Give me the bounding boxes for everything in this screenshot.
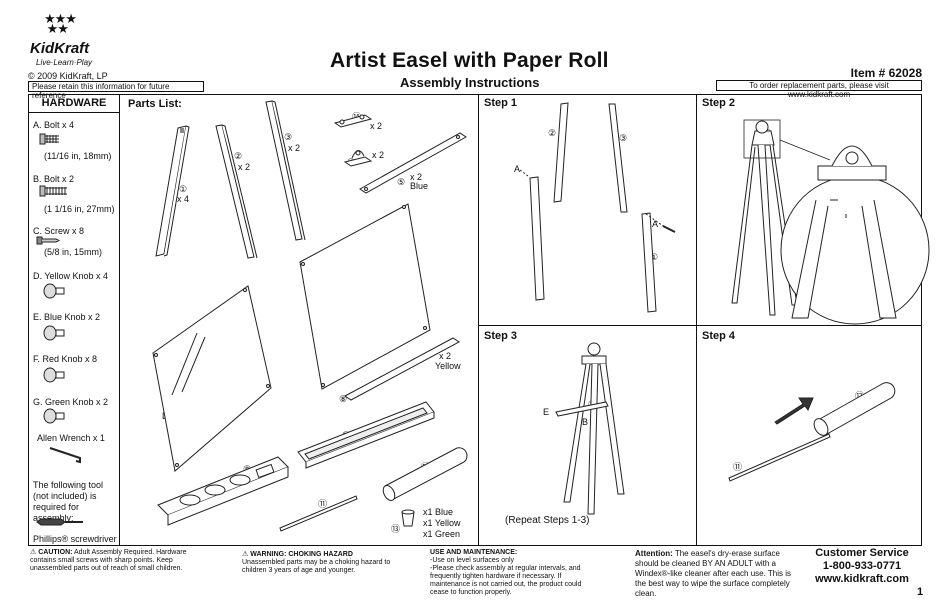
part-5-color: Blue <box>410 181 429 191</box>
step-2-label-c: C <box>827 238 834 248</box>
customer-service-block: Customer Service 1-800-933-0771 www.kidk… <box>800 547 924 586</box>
warning-block: ⚠ WARNING: CHOKING HAZARD Unassembled pa… <box>242 551 392 575</box>
attention-title: Attention: <box>635 549 673 558</box>
warning-text: Unassembled parts may be a choking hazar… <box>242 559 391 574</box>
step-1-part-2: ② <box>548 128 557 138</box>
divider-step-rows <box>479 325 922 326</box>
use-line-2: -Please check assembly at regular interv… <box>430 565 582 596</box>
caution-icon: ⚠ <box>30 549 37 556</box>
page-number: 1 <box>917 586 924 598</box>
part-8-qty: x 2 <box>439 351 452 361</box>
parts-list-heading: Parts List: <box>128 98 182 110</box>
brand-tagline: Live·Learn·Play <box>36 58 93 67</box>
part-9-number: ⑨ <box>243 464 252 474</box>
step-2-part-4: ④ <box>764 128 773 138</box>
part-5-number: ⑤ <box>397 177 406 187</box>
step-3-label-e: E <box>543 407 550 417</box>
step-4-part-11: ⑪ <box>733 462 743 472</box>
hardware-knob-f: F. Red Knob x 8 <box>33 354 98 364</box>
part-14-qty: x 2 <box>370 121 383 131</box>
page-title: Artist Easel with Paper Roll <box>330 49 609 72</box>
step-2-label-c2: C <box>855 260 862 270</box>
part-7-name: Chalkboard <box>333 313 380 323</box>
part-1-qty: x 4 <box>177 194 190 204</box>
hardware-bolt-a-size: (11/16 in, 18mm) <box>44 151 112 161</box>
step-1-label-a2: A <box>652 219 659 229</box>
divider-parts <box>478 95 479 546</box>
caution-block: ⚠ CAUTION: Adult Assembly Required. Hard… <box>30 549 210 573</box>
part-4-number: ④ <box>347 157 356 167</box>
copyright: © 2009 KidKraft, LP <box>28 71 108 81</box>
part-14-number: ⑭ <box>352 112 362 122</box>
part-2-qty: x 2 <box>238 162 251 172</box>
content-frame <box>28 94 922 546</box>
part-6-number: ⑥ <box>224 382 233 392</box>
step-2-heading: Step 2 <box>702 97 736 109</box>
cs-title: Customer Service <box>815 547 909 559</box>
step-1-label-a: A <box>514 164 521 174</box>
step-4-part-12: ⑫ <box>855 391 865 401</box>
use-line-1: -Use on level surfaces only <box>430 557 515 564</box>
use-maintenance-block: USE AND MAINTENANCE: -Use on level surfa… <box>430 549 598 597</box>
hardware-screw-c: C. Screw x 8 <box>33 226 85 236</box>
hardware-knob-e: E. Blue Knob x 2 <box>33 312 101 322</box>
caution-text: Adult Assembly Required. Hardware contai… <box>30 549 187 572</box>
warning-title: WARNING: CHOKING HAZARD <box>250 551 353 558</box>
item-number: Item # 62028 <box>850 66 922 80</box>
brand-logo: KidKraft <box>30 40 90 57</box>
use-title: USE AND MAINTENANCE: <box>430 549 518 556</box>
cs-web[interactable]: www.kidkraft.com <box>815 573 909 585</box>
tool-note: The following tool (not included) is req… <box>33 480 104 523</box>
part-3-number: ③ <box>284 132 293 142</box>
step-3-heading: Step 3 <box>484 330 518 342</box>
step-1-heading: Step 1 <box>484 97 518 109</box>
part-3-qty: x 2 <box>288 143 301 153</box>
hardware-bolt-b: B. Bolt x 2 <box>33 174 75 184</box>
hardware-knob-g: G. Green Knob x 2 <box>33 397 109 407</box>
part-8-number: ⑧ <box>339 394 348 404</box>
part-11-number: ⑪ <box>318 499 328 509</box>
hardware-bolt-a: A. Bolt x 4 <box>33 120 75 130</box>
step-3-repeat-note: (Repeat Steps 1-3) <box>505 515 590 526</box>
part-7-number: ⑦ <box>382 288 391 298</box>
part-6-name: Dry Erase Board <box>162 411 229 421</box>
part-4-qty: x 2 <box>372 150 385 160</box>
part-12-number: ⑫ <box>421 462 431 472</box>
part-13-number: ⑬ <box>391 524 401 534</box>
hardware-bolt-b-size: (1 1/16 in, 27mm) <box>44 204 115 214</box>
hardware-heading: HARDWARE <box>29 95 119 113</box>
part-13-yellow: x1 Yellow <box>423 518 461 528</box>
hardware-screw-c-size: (5/8 in, 15mm) <box>44 247 103 257</box>
step-1-part-1b: ① <box>650 252 659 262</box>
page-subtitle: Assembly Instructions <box>400 75 540 90</box>
part-13-green: x1 Green <box>423 529 461 539</box>
step-2-part-4-zoom: ④ <box>851 179 860 189</box>
cs-phone: 1-800-933-0771 <box>822 560 902 572</box>
step-1-part-3: ③ <box>619 133 628 143</box>
warning-icon: ⚠ <box>242 551 249 558</box>
divider-steps <box>696 95 697 546</box>
logo-stars: ★★★ ★★ <box>44 11 77 36</box>
attention-text: The easel's dry-erase surface should be … <box>635 549 792 598</box>
tool-screwdriver: Phillips® screwdriver <box>33 534 117 544</box>
caution-title: CAUTION: <box>38 549 73 556</box>
step-3-part-14: ⑭ <box>588 400 598 410</box>
part-2-number: ② <box>234 151 243 161</box>
order-note: To order replacement parts, please visit… <box>716 80 922 99</box>
part-8-color: Yellow <box>435 361 461 371</box>
step-1-part-1: ① <box>533 218 542 228</box>
step-4-heading: Step 4 <box>702 330 736 342</box>
retain-note: Please retain this information for futur… <box>28 81 204 100</box>
divider-hardware <box>119 95 120 546</box>
hardware-wrench: Allen Wrench x 1 <box>37 433 105 443</box>
attention-block: Attention: The easel's dry-erase surface… <box>635 549 793 599</box>
step-3-label-b: B <box>582 417 589 427</box>
part-10-number: ⑩ <box>342 430 351 440</box>
hardware-knob-d: D. Yellow Knob x 4 <box>33 271 109 281</box>
part-13-blue: x1 Blue <box>423 507 454 517</box>
